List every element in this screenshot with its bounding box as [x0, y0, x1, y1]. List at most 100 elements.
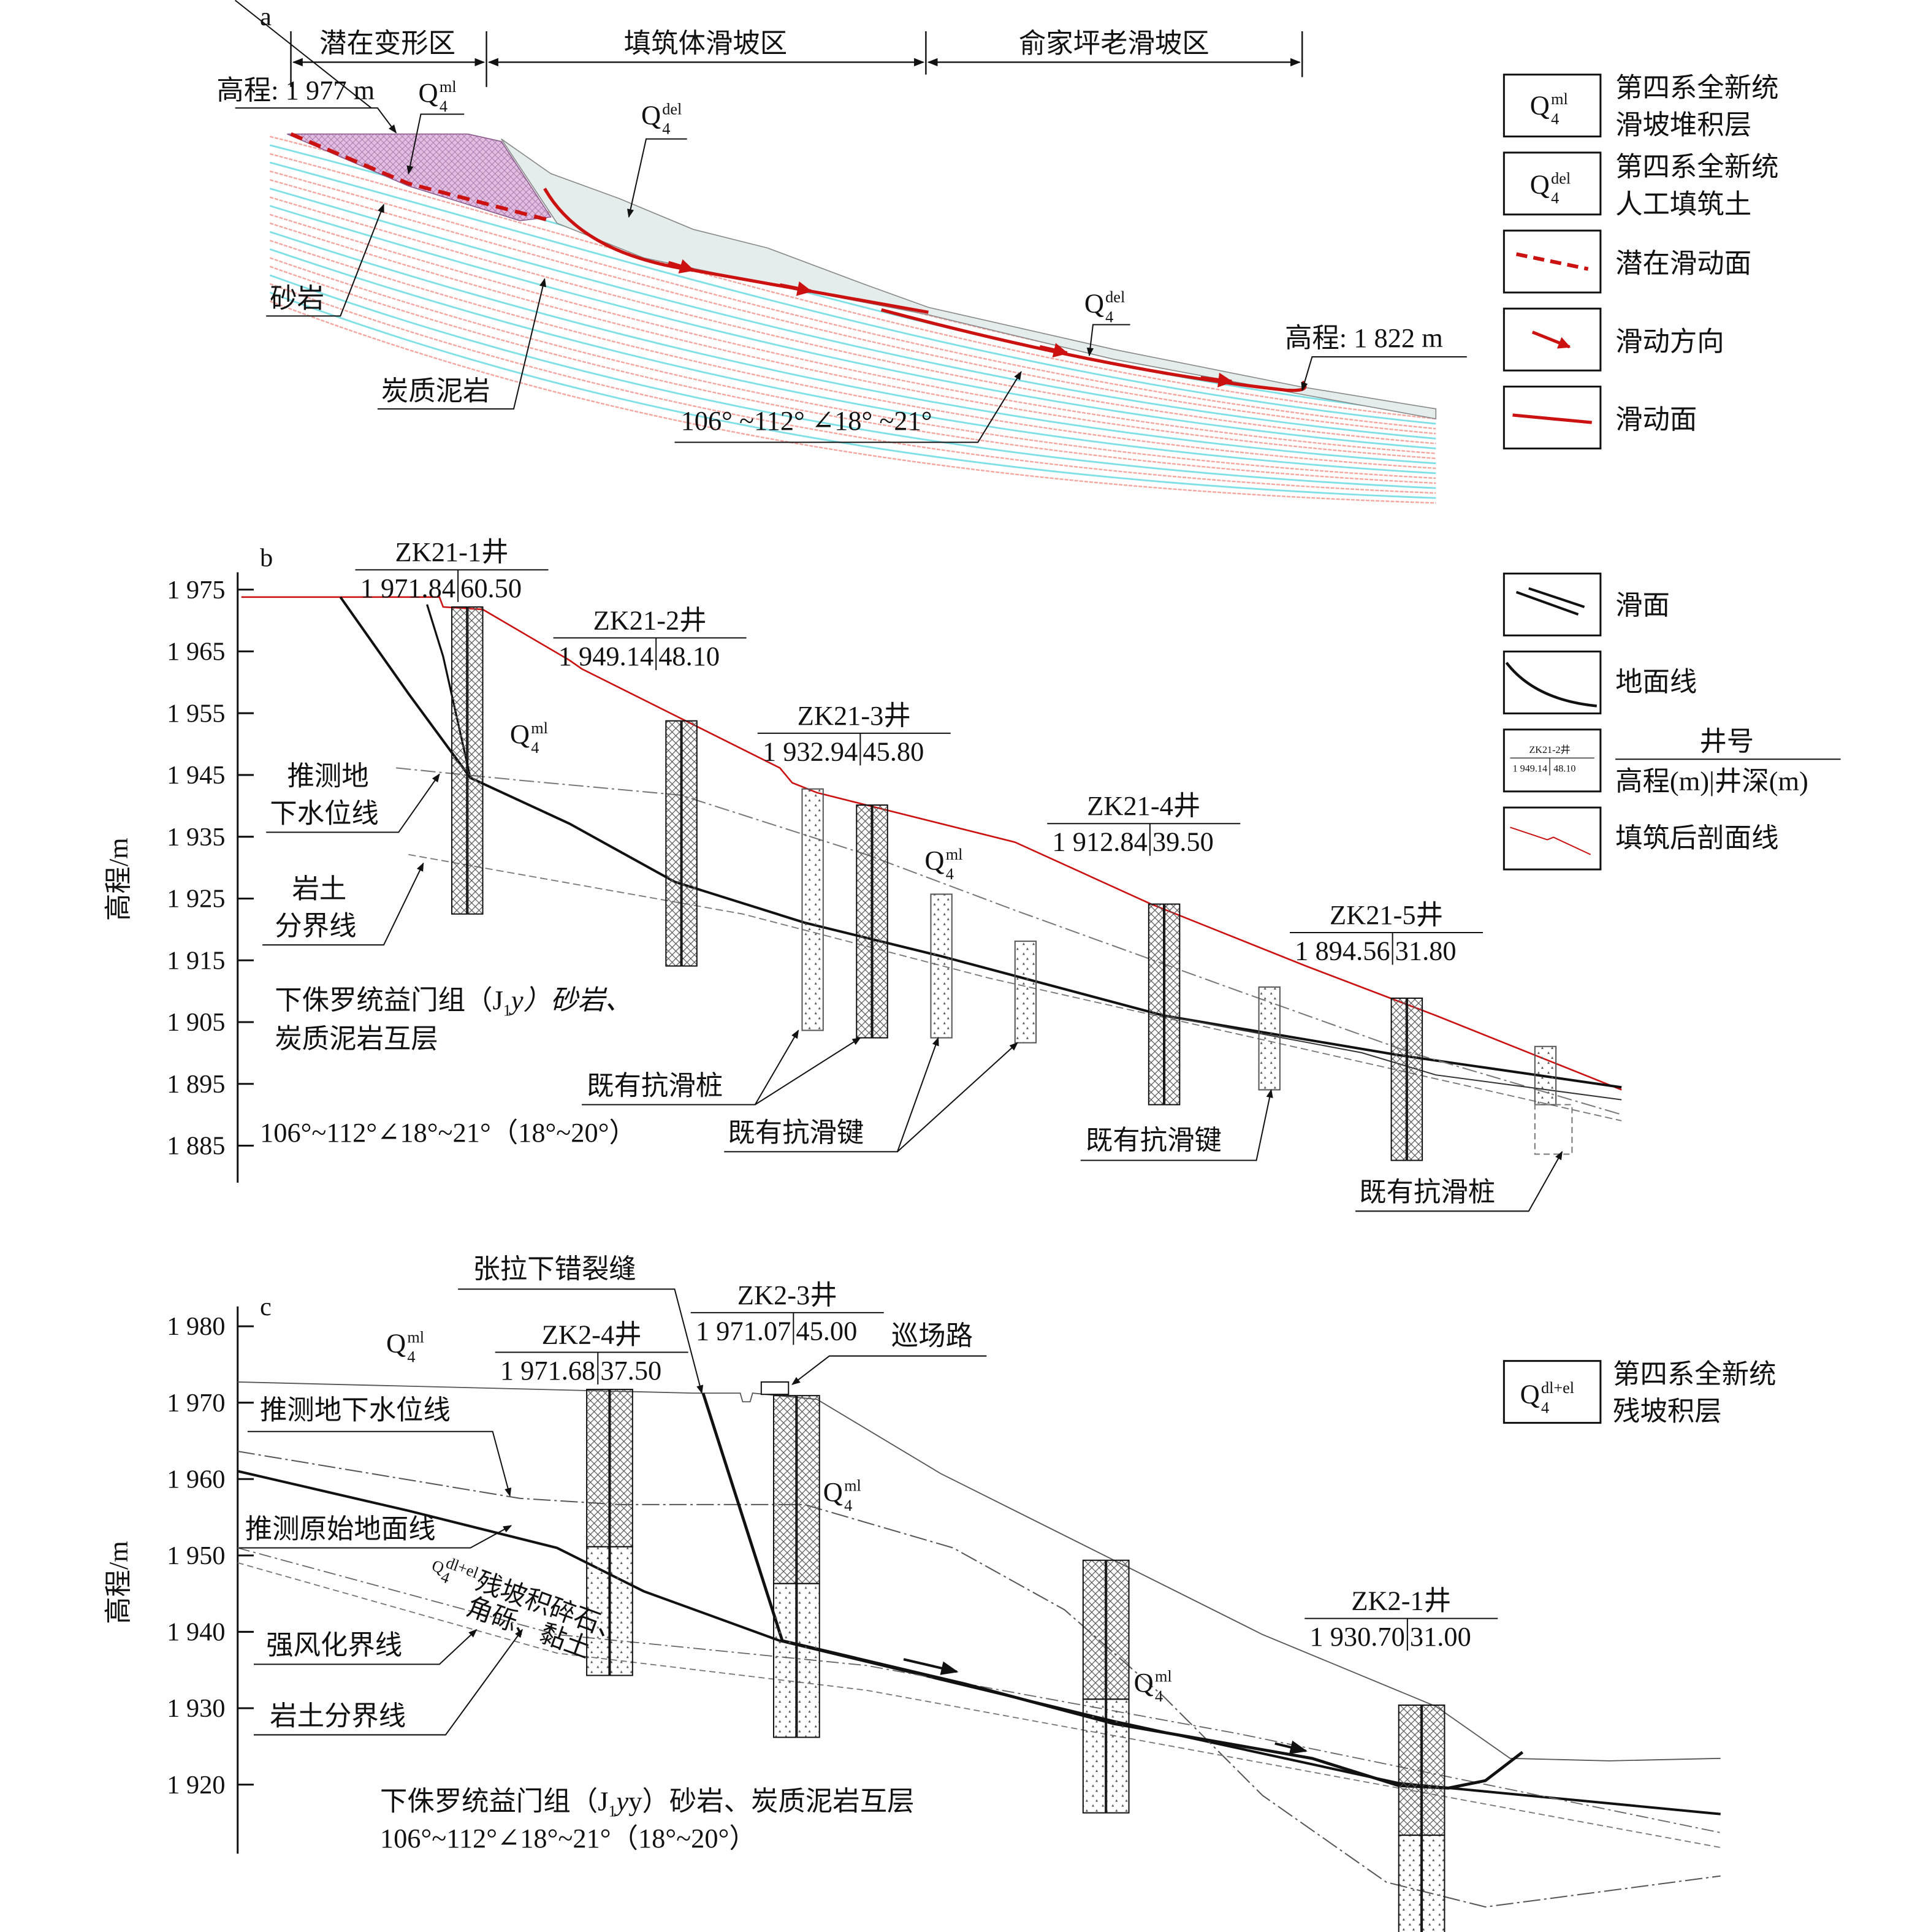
c-y-tick-label: 1 960 [167, 1465, 225, 1494]
svg-text:Q: Q [386, 1328, 406, 1359]
key-leader-2 [1080, 1089, 1273, 1161]
c-y-tick-label: 1 980 [167, 1312, 225, 1341]
existing-pile-label-2: 既有抗滑桩 [1359, 1177, 1495, 1207]
well-elevation: 1 971.68 [500, 1355, 595, 1386]
b-y-tick-label: 1 895 [167, 1070, 225, 1099]
b-y-tick-label: 1 915 [167, 946, 225, 975]
borehole-column [796, 1395, 820, 1584]
svg-text:潜在滑动面: 潜在滑动面 [1615, 248, 1751, 279]
legend-item-slip-face: 滑面 [1503, 572, 1670, 636]
panel-b-y-axis-label: 高程/m [103, 838, 134, 921]
svg-text:106°~112°∠18°~21°（18°~20°）: 106°~112°∠18°~21°（18°~20°） [380, 1823, 756, 1854]
rock-soil-label-c: 岩土分界线 [270, 1700, 406, 1731]
zone-label-old-landslide: 俞家坪老滑坡区 [1019, 28, 1209, 58]
slide-direction-arrow [1274, 1740, 1308, 1754]
svg-text:Q: Q [641, 99, 661, 130]
well-elevation: 1 930.70 [1309, 1621, 1404, 1652]
svg-text:ml: ml [844, 1477, 861, 1495]
well-name: ZK21-1井 [395, 536, 509, 567]
svg-text:下侏罗统益门组（J1y）砂岩、: 下侏罗统益门组（J1y）砂岩、 [275, 985, 632, 1019]
groundwater-line [396, 767, 1622, 1115]
groundwater-leader [266, 773, 440, 833]
svg-text:del: del [1105, 288, 1125, 306]
well-elevation: 1 971.84 [360, 573, 455, 603]
slip-surface-line-c [782, 1639, 1524, 1790]
anti-slide-structure [1258, 986, 1281, 1091]
borehole-column [773, 1583, 797, 1738]
svg-text:ml: ml [1155, 1668, 1172, 1686]
rock-layer-line [269, 213, 1436, 454]
rock-soil-leader [262, 862, 424, 946]
svg-text:4: 4 [844, 1497, 852, 1514]
b-y-tick-label: 1 905 [167, 1008, 225, 1037]
legend-b: 滑面 地面线 ZK21-2井 1 949.14 48.10 井号 高程(m)|井… [1503, 572, 1841, 871]
b-y-tick-label: 1 975 [167, 576, 225, 605]
original-ground-label: 推测原始地面线 [245, 1513, 436, 1544]
b-y-tick-label: 1 955 [167, 699, 225, 728]
mudstone-leader [377, 278, 547, 410]
legend-item-slide-direction: 滑动方向 [1503, 307, 1724, 372]
rock-layer-line [269, 231, 1436, 465]
svg-text:4: 4 [662, 120, 670, 138]
borehole-column [1164, 903, 1181, 1105]
rock-soil-boundary-line [408, 853, 1622, 1121]
borehole-column [1406, 997, 1423, 1161]
c-y-tick-label: 1 940 [167, 1618, 225, 1647]
rock-layer-line [269, 161, 1436, 425]
rock-layer-line [269, 283, 1436, 494]
b-y-tick-label: 1 935 [167, 823, 225, 852]
svg-text:Q: Q [510, 719, 530, 749]
svg-text:Q: Q [1520, 1378, 1540, 1409]
borehole-column [1422, 1835, 1445, 1932]
well-depth: 31.00 [1410, 1621, 1471, 1652]
well-name: ZK21-5井 [1330, 899, 1443, 930]
existing-key-label-2: 既有抗滑键 [1086, 1124, 1222, 1155]
rock-layers [269, 136, 1436, 504]
b-y-tick-label: 1 885 [167, 1132, 225, 1161]
svg-text:dl+el: dl+el [1541, 1379, 1574, 1397]
rock-layer-line [269, 222, 1436, 459]
panel-a-letter: a [260, 2, 272, 31]
svg-text:4: 4 [440, 97, 448, 115]
existing-pile-label-1: 既有抗滑桩 [587, 1071, 723, 1101]
pile-leader-1b [755, 1037, 861, 1105]
rock-soil-boundary-line-c [237, 1562, 1721, 1849]
anti-slide-structure [1014, 941, 1037, 1044]
borehole-column [467, 606, 484, 915]
svg-text:4: 4 [1155, 1687, 1163, 1705]
borehole-column [1390, 997, 1407, 1161]
borehole-column [796, 1583, 820, 1738]
well-name: ZK21-3井 [798, 700, 911, 731]
attitude-label: 106° ~112° ∠18° ~21° [681, 405, 932, 436]
panel-b-letter: b [260, 543, 273, 572]
legend-item-potential-slip: 潜在滑动面 [1503, 229, 1751, 294]
anti-slide-pile-buried [1534, 1104, 1573, 1155]
svg-text:Q: Q [1084, 288, 1104, 318]
original-ground-leader [238, 1525, 512, 1549]
well-name: ZK21-4井 [1087, 790, 1200, 821]
well-elevation: 1 949.14 [558, 641, 653, 671]
existing-key-label-1: 既有抗滑键 [728, 1117, 864, 1148]
groundwater-label-c: 推测地下水位线 [260, 1395, 451, 1426]
svg-text:下侏罗统益门组（J1yy）砂岩、炭质泥岩互层: 下侏罗统益门组（J1yy）砂岩、炭质泥岩互层 [380, 1786, 915, 1820]
mudstone-label: 炭质泥岩 [381, 376, 490, 407]
c-y-tick-label: 1 970 [167, 1389, 225, 1418]
slip-surface [543, 188, 1307, 392]
rock-layer-line [269, 170, 1436, 430]
well-name: ZK21-2井 [593, 605, 707, 635]
c-y-tick-label: 1 950 [167, 1541, 225, 1570]
svg-text:4: 4 [1551, 189, 1559, 207]
patrol-road-leader [791, 1355, 987, 1385]
well-depth: 48.10 [658, 641, 720, 671]
rock-soil-leader-c [253, 1628, 523, 1736]
rock-layer-line [269, 153, 1436, 420]
panel-c-y-axis-label: 高程/m [103, 1541, 134, 1624]
sandstone-leader [266, 204, 384, 317]
